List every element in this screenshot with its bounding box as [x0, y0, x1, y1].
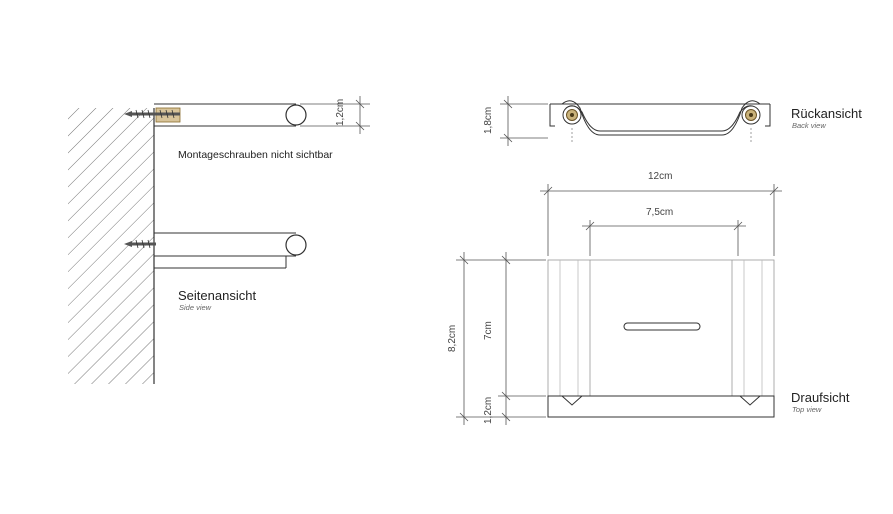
wall-anchor-icon — [562, 105, 582, 142]
upper-bar — [154, 103, 307, 127]
dimension-line — [582, 220, 746, 256]
screw-icon — [124, 107, 181, 123]
dimension-line — [540, 184, 782, 256]
dimension-label-depth-tray: 7cm — [483, 321, 494, 340]
top-view-tray — [547, 259, 775, 397]
dimension-line — [300, 96, 370, 134]
back-view-title: Rückansicht — [791, 106, 862, 121]
dimension-line — [500, 96, 548, 146]
dimension-label-height: 1,8cm — [483, 106, 494, 134]
wall — [68, 108, 155, 384]
dimension-label-depth-total: 8,2cm — [447, 324, 458, 352]
back-view-subtitle: Back view — [792, 121, 826, 130]
top-view-subtitle: Top view — [792, 405, 822, 414]
mounting-note: Montageschrauben nicht sichtbar — [178, 149, 333, 161]
top-view-title: Draufsicht — [791, 390, 850, 405]
dimension-label-width-inner: 7,5cm — [646, 207, 674, 218]
lower-bar — [153, 232, 307, 269]
dimension-line — [456, 252, 546, 425]
dimension-label-depth-rail: 1,2cm — [483, 396, 494, 424]
side-view-title: Seitenansicht — [178, 288, 257, 303]
screw-icon — [124, 239, 156, 249]
dimension-label-width-total: 12cm — [648, 171, 673, 182]
side-view-subtitle: Side view — [179, 303, 212, 312]
top-view-rail — [547, 395, 775, 418]
dimension-label-thickness: 1,2cm — [335, 98, 346, 126]
back-view-shape — [549, 100, 771, 136]
wall-anchor-icon — [741, 105, 761, 142]
